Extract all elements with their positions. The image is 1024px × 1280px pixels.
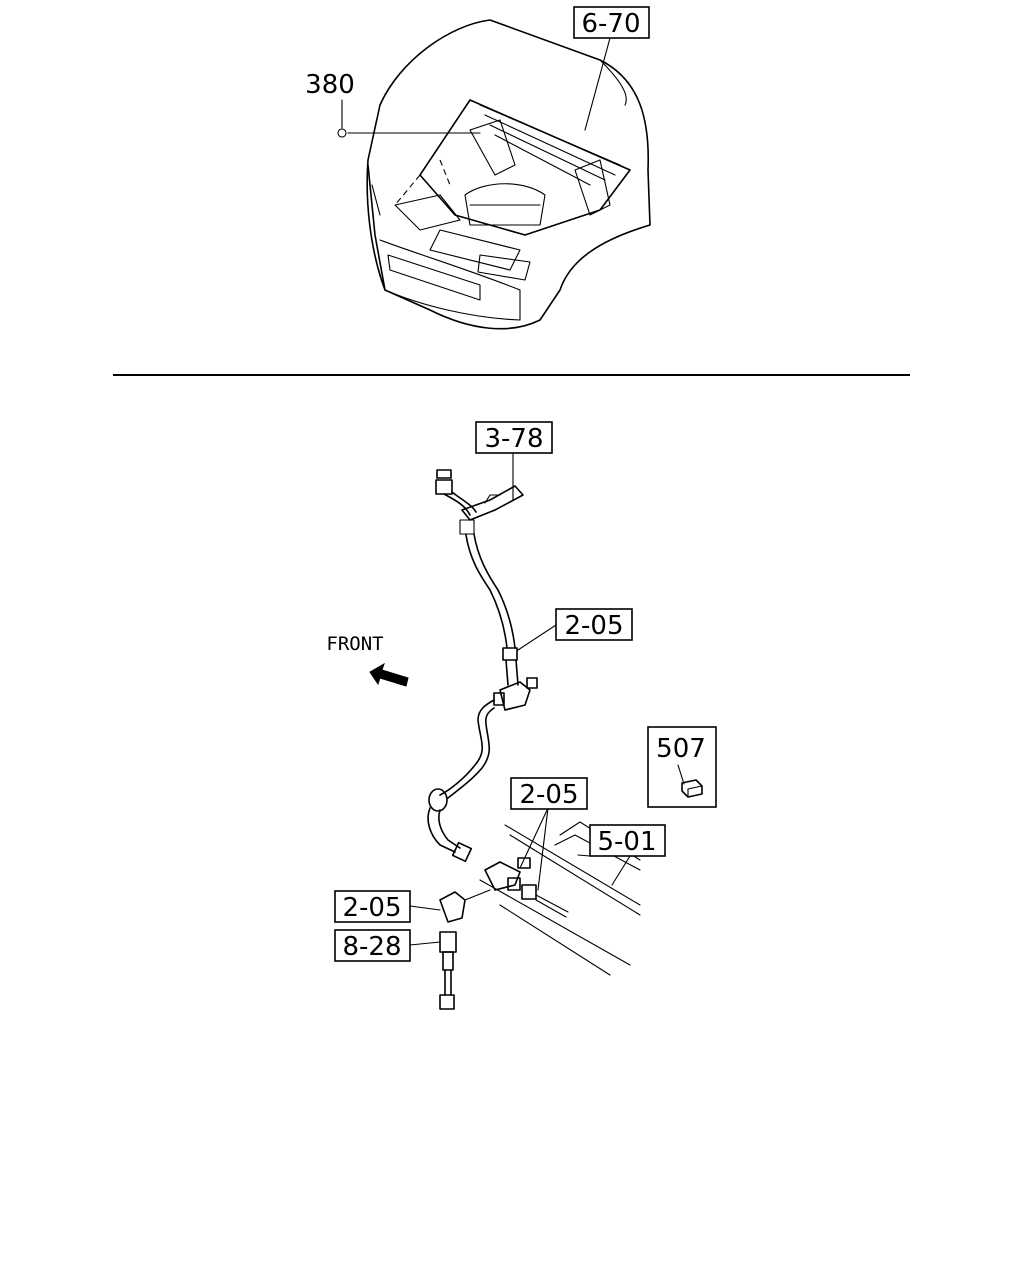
- callout-8-28-text: 8-28: [342, 932, 401, 962]
- callout-2-05-elbow-text: 2-05: [342, 893, 401, 923]
- lower-fittings: [439, 857, 569, 1010]
- part-507-icon: [681, 779, 703, 798]
- callout-5-01-text: 5-01: [597, 827, 656, 857]
- callout-2-05-fitting-text: 2-05: [519, 780, 578, 810]
- upper-hose-assembly: [427, 469, 538, 863]
- callout-8-28[interactable]: 8-28: [334, 929, 411, 962]
- callout-380[interactable]: 380: [305, 70, 355, 100]
- callout-380-text: 380: [305, 70, 355, 100]
- callout-6-70-text: 6-70: [581, 9, 640, 39]
- leader-6-70: [584, 37, 611, 131]
- inset-507-text: 507: [656, 734, 706, 764]
- callout-3-78[interactable]: 3-78: [475, 421, 553, 454]
- leader-2-05-a: [519, 807, 549, 869]
- leader-8-28: [409, 941, 441, 946]
- frame-rail: [479, 821, 641, 976]
- callout-5-01[interactable]: 5-01: [589, 824, 666, 857]
- leader-5-01: [611, 855, 631, 886]
- front-label: FRONT: [326, 633, 383, 655]
- callout-2-05-elbow[interactable]: 2-05: [334, 890, 411, 923]
- leader-2-05-upper: [517, 624, 557, 651]
- callout-6-70[interactable]: 6-70: [573, 6, 650, 39]
- inset-507[interactable]: 507: [647, 726, 717, 808]
- cab-illustration: [366, 19, 651, 330]
- leader-2-05-elbow: [409, 905, 441, 911]
- callout-2-05-upper[interactable]: 2-05: [555, 608, 633, 641]
- leader-5-01-a: [577, 854, 591, 857]
- callout-3-78-text: 3-78: [484, 424, 543, 454]
- leader-2-05-b: [537, 807, 549, 891]
- callout-2-05-fitting[interactable]: 2-05: [510, 777, 588, 810]
- callout-2-05-upper-text: 2-05: [564, 611, 623, 641]
- part-380-marker: [337, 128, 347, 138]
- front-arrow-icon: [369, 662, 409, 687]
- front-indicator: FRONT: [326, 633, 409, 687]
